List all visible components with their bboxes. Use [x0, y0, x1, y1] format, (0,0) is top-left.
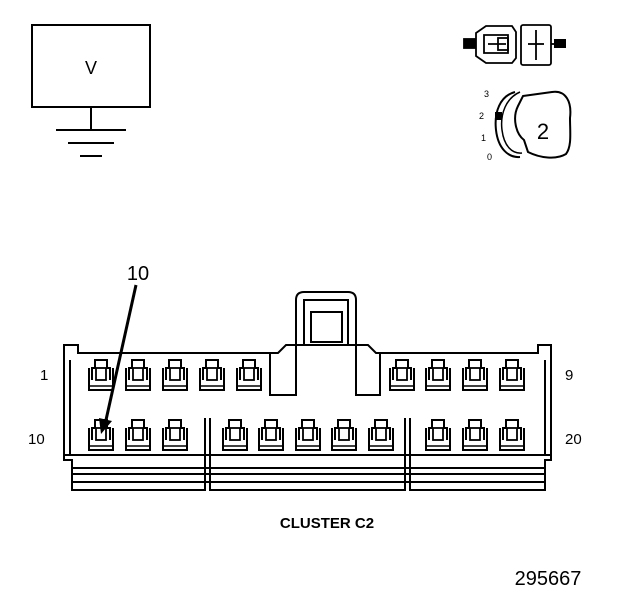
terminal-cavity-12 — [162, 419, 188, 451]
figure-number: 295667 — [515, 568, 582, 590]
pin-label-1: 1 — [40, 367, 48, 384]
terminal-cavity-11 — [125, 419, 151, 451]
key-position-2: 2 — [479, 111, 484, 121]
terminal-cavity-8 — [462, 359, 488, 391]
connector-body — [63, 291, 552, 491]
terminal-cavity-1 — [88, 359, 114, 391]
voltmeter-label: V — [85, 58, 97, 78]
terminal-cavity-5 — [236, 359, 262, 391]
connector-plug-icon — [463, 24, 566, 66]
terminal-cavity-6 — [389, 359, 415, 391]
terminal-cavity-19 — [462, 419, 488, 451]
terminal-cavity-17 — [368, 419, 394, 451]
pin-label-10: 10 — [28, 431, 45, 448]
ground-symbol-icon — [56, 107, 126, 157]
key-position-3: 3 — [484, 89, 489, 99]
pin-label-20: 20 — [565, 431, 582, 448]
terminal-cavity-2 — [125, 359, 151, 391]
terminal-cavity-20 — [499, 419, 525, 451]
terminal-cavity-7 — [425, 359, 451, 391]
terminal-cavities — [88, 359, 525, 451]
terminal-cavity-3 — [162, 359, 188, 391]
callout-label: 10 — [127, 263, 149, 285]
pin-label-9: 9 — [565, 367, 573, 384]
terminal-cavity-4 — [199, 359, 225, 391]
terminal-cavity-9 — [499, 359, 525, 391]
key-selected-position: 2 — [537, 119, 549, 144]
ignition-key-icon: 3 2 1 0 2 — [479, 89, 572, 162]
callout-arrow — [99, 284, 138, 434]
terminal-cavity-16 — [331, 419, 357, 451]
key-position-0: 0 — [487, 152, 492, 162]
voltmeter-icon: V — [31, 24, 151, 108]
terminal-cavity-18 — [425, 419, 451, 451]
terminal-cavity-15 — [295, 419, 321, 451]
terminal-cavity-13 — [222, 419, 248, 451]
terminal-cavity-14 — [258, 419, 284, 451]
key-position-1: 1 — [481, 133, 486, 143]
connector-name: CLUSTER C2 — [280, 515, 374, 532]
